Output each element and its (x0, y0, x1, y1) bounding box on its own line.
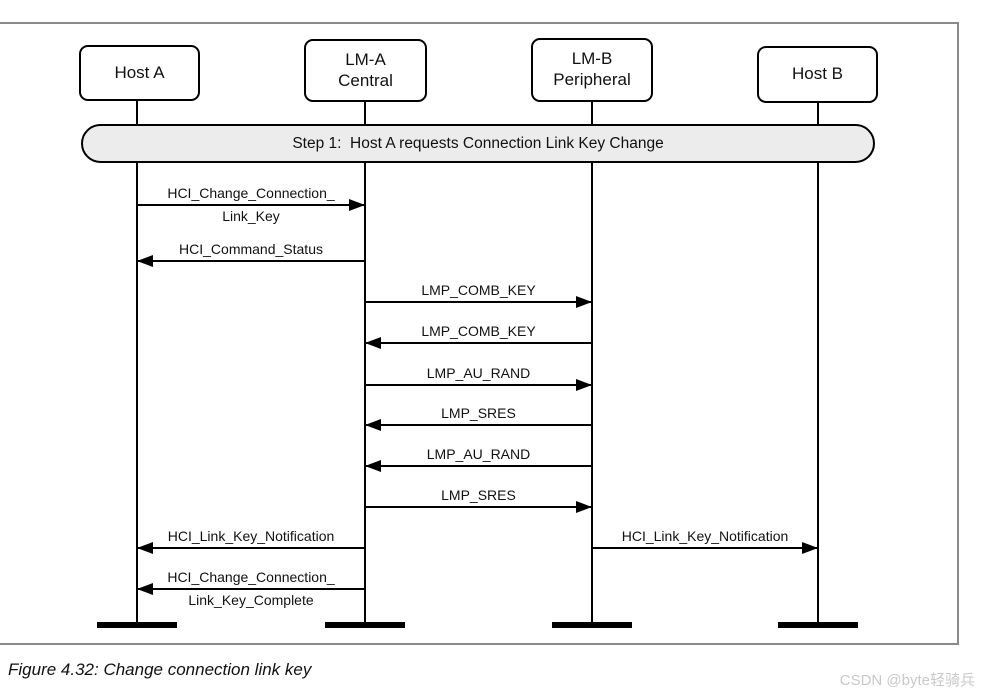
arrowhead-left-icon (137, 255, 153, 267)
message-line (137, 547, 365, 549)
message-line (137, 588, 365, 590)
arrowhead-right-icon (576, 501, 592, 513)
message-line (137, 204, 365, 206)
message-label: LMP_SRES (441, 405, 516, 421)
message-label: HCI_Link_Key_Notification (167, 528, 335, 544)
actor-label: Central (338, 70, 393, 90)
lifeline-host-b (817, 101, 819, 622)
step-banner-label: Step 1: Host A requests Connection Link … (292, 134, 664, 152)
actor-label: LM-A (345, 49, 386, 69)
actor-box-host-a: Host A (79, 45, 200, 101)
message-line (365, 506, 592, 508)
arrowhead-right-icon (576, 296, 592, 308)
figure-caption: Figure 4.32: Change connection link key (8, 660, 312, 679)
message-label: HCI_Change_Connection_ (167, 185, 335, 201)
arrowhead-left-icon (365, 460, 381, 472)
arrowhead-right-icon (349, 199, 365, 211)
message-line (365, 465, 592, 467)
actor-box-host-b: Host B (757, 46, 878, 103)
lifeline-end-host-b (778, 622, 858, 628)
message-line (365, 342, 592, 344)
message-label: Link_Key (222, 208, 280, 224)
arrowhead-left-icon (137, 542, 153, 554)
arrowhead-right-icon (802, 542, 818, 554)
message-line (365, 384, 592, 386)
lifeline-lm-b (591, 101, 593, 622)
actor-label: Peripheral (553, 70, 631, 89)
message-line (365, 424, 592, 426)
message-line (137, 260, 365, 262)
message-line (592, 547, 818, 549)
message-label: HCI_Link_Key_Notification (621, 528, 789, 544)
watermark-text: CSDN @byte轻骑兵 (839, 672, 975, 689)
message-label: LMP_AU_RAND (426, 365, 531, 381)
lifeline-host-a (136, 101, 138, 622)
message-label: LMP_AU_RAND (426, 446, 531, 462)
actor-label: Host A (114, 62, 165, 82)
message-label: Link_Key_Complete (188, 592, 314, 608)
lifeline-end-host-a (97, 622, 177, 628)
message-label: HCI_Change_Connection_ (167, 569, 335, 585)
message-line (365, 301, 592, 303)
arrowhead-left-icon (365, 337, 381, 349)
lifeline-lm-a (364, 101, 366, 622)
lifeline-end-lm-a (325, 622, 405, 628)
actor-label: Host B (791, 64, 844, 84)
message-label: LMP_SRES (441, 487, 516, 503)
message-label: HCI_Command_Status (179, 241, 323, 257)
step-banner: Step 1: Host A requests Connection Link … (81, 124, 875, 163)
message-label: LMP_COMB_KEY (421, 282, 536, 298)
arrowhead-right-icon (576, 379, 592, 391)
message-label: LMP_COMB_KEY (421, 323, 536, 339)
lifeline-end-lm-b (552, 622, 632, 628)
actor-label: LM-B (571, 49, 613, 69)
arrowhead-left-icon (365, 419, 381, 431)
arrowhead-left-icon (137, 583, 153, 595)
